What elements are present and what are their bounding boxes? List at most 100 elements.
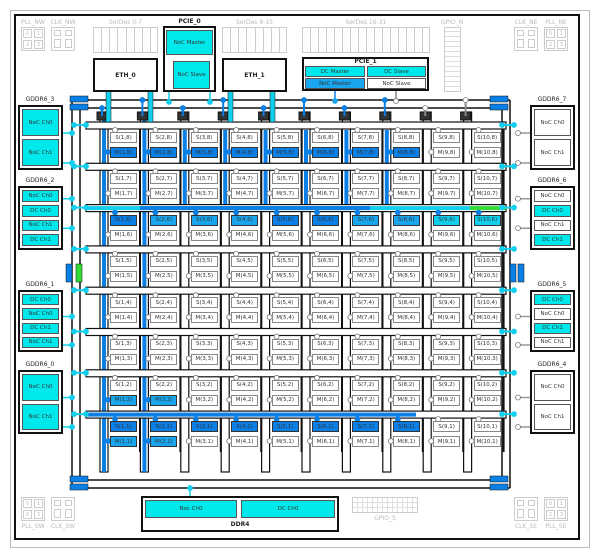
master-node[interactable]: M(10,1) [473, 436, 501, 448]
slave-node[interactable]: S(10,1) [473, 421, 501, 433]
master-node[interactable]: M(7,5) [352, 270, 380, 282]
slave-node[interactable]: S(3,8) [190, 132, 218, 143]
slave-node[interactable]: S(9,8) [433, 132, 461, 143]
master-node[interactable]: M(6,8) [312, 147, 339, 158]
gddr6-channel[interactable]: NoC Ch1 [534, 139, 571, 166]
master-node[interactable]: M(5,3) [271, 353, 299, 365]
master-node[interactable]: M(2,8) [150, 147, 178, 158]
slave-node[interactable]: S(8,5) [392, 255, 420, 267]
slave-node[interactable]: S(5,3) [271, 338, 299, 350]
master-node[interactable]: M(9,7) [433, 188, 461, 200]
slave-node[interactable]: S(2,8) [150, 132, 178, 143]
gddr6-channel[interactable]: NoC Ch1 [534, 219, 571, 232]
slave-node[interactable]: S(10,7) [473, 173, 501, 185]
gddr6-channel[interactable]: NoC Ch0 [534, 308, 571, 320]
master-node[interactable]: M(5,6) [271, 229, 299, 241]
slave-node[interactable]: S(1,1) [110, 421, 137, 433]
slave-node[interactable]: S(6,6) [312, 214, 339, 226]
master-node[interactable]: M(4,3) [231, 353, 259, 365]
gddr6-channel[interactable]: DC Ch0 [534, 204, 571, 217]
slave-node[interactable]: S(6,1) [312, 421, 339, 433]
slave-node[interactable]: S(7,8) [352, 132, 380, 143]
slave-node[interactable]: S(4,3) [231, 338, 259, 350]
slave-node[interactable]: S(3,1) [190, 421, 218, 433]
master-node[interactable]: M(2,4) [150, 312, 178, 324]
master-node[interactable]: M(10,8) [473, 147, 501, 158]
slave-node[interactable]: S(4,7) [231, 173, 259, 185]
slave-node[interactable]: S(4,6) [231, 214, 259, 226]
master-node[interactable]: M(9,1) [433, 436, 461, 448]
slave-node[interactable]: S(4,5) [231, 255, 259, 267]
master-node[interactable]: M(6,4) [312, 312, 339, 324]
slave-node[interactable]: S(6,7) [312, 173, 339, 185]
master-node[interactable]: M(9,3) [433, 353, 461, 365]
slave-node[interactable]: S(10,8) [473, 132, 501, 143]
slave-node[interactable]: S(1,6) [110, 214, 137, 226]
master-node[interactable]: M(9,4) [433, 312, 461, 324]
slave-node[interactable]: S(6,4) [312, 297, 339, 309]
slave-node[interactable]: S(6,5) [312, 255, 339, 267]
gddr6-channel[interactable]: NoC Ch0 [22, 190, 59, 202]
gddr6-channel[interactable]: DC Ch0 [534, 294, 571, 306]
slave-node[interactable]: S(5,6) [271, 214, 299, 226]
gddr6-channel[interactable]: NoC Ch1 [534, 403, 571, 430]
slave-node[interactable]: S(4,1) [231, 421, 259, 433]
master-node[interactable]: M(8,8) [392, 147, 420, 158]
master-node[interactable]: M(2,3) [150, 353, 178, 365]
slave-node[interactable]: S(9,3) [433, 338, 461, 350]
master-node[interactable]: M(9,8) [433, 147, 461, 158]
master-node[interactable]: M(7,8) [352, 147, 380, 158]
master-node[interactable]: M(3,3) [190, 353, 218, 365]
master-node[interactable]: M(3,7) [190, 188, 218, 200]
slave-node[interactable]: S(6,3) [312, 338, 339, 350]
slave-node[interactable]: S(9,4) [433, 297, 461, 309]
slave-node[interactable]: S(2,7) [150, 173, 178, 185]
master-node[interactable]: M(4,8) [231, 147, 259, 158]
master-node[interactable]: M(10,2) [473, 394, 501, 406]
slave-node[interactable]: S(2,6) [150, 214, 178, 226]
master-node[interactable]: M(8,4) [392, 312, 420, 324]
slave-node[interactable]: S(7,3) [352, 338, 380, 350]
gddr6-channel[interactable]: DC Ch1 [534, 322, 571, 334]
slave-node[interactable]: S(7,2) [352, 379, 380, 391]
gddr6-channel[interactable]: NoC Ch1 [22, 219, 59, 232]
master-node[interactable]: M(8,2) [392, 394, 420, 406]
master-node[interactable]: M(8,5) [392, 270, 420, 282]
master-node[interactable]: M(10,7) [473, 188, 501, 200]
master-node[interactable]: M(7,2) [352, 394, 380, 406]
master-node[interactable]: M(6,6) [312, 229, 339, 241]
slave-node[interactable]: S(5,8) [271, 132, 299, 143]
master-node[interactable]: M(1,6) [110, 229, 137, 241]
master-node[interactable]: M(1,3) [110, 353, 137, 365]
master-node[interactable]: M(3,8) [190, 147, 218, 158]
master-node[interactable]: M(9,5) [433, 270, 461, 282]
pcie1-noc-slave[interactable]: NoC Slave [367, 78, 426, 89]
master-node[interactable]: M(6,5) [312, 270, 339, 282]
gddr6-channel[interactable]: NoC Ch0 [534, 374, 571, 401]
master-node[interactable]: M(10,4) [473, 312, 501, 324]
master-node[interactable]: M(7,1) [352, 436, 380, 448]
pcie0-noc-master[interactable]: NoC Master [166, 30, 213, 55]
slave-node[interactable]: S(2,1) [150, 421, 178, 433]
slave-node[interactable]: S(10,4) [473, 297, 501, 309]
master-node[interactable]: M(6,1) [312, 436, 339, 448]
master-node[interactable]: M(1,1) [110, 436, 137, 448]
gddr6-channel[interactable]: DC Ch0 [22, 294, 59, 306]
ddr4-noc-ch0[interactable]: Noc Ch0 [145, 500, 237, 518]
master-node[interactable]: M(3,5) [190, 270, 218, 282]
slave-node[interactable]: S(8,4) [392, 297, 420, 309]
slave-node[interactable]: S(5,1) [271, 421, 299, 433]
slave-node[interactable]: S(5,5) [271, 255, 299, 267]
master-node[interactable]: M(8,7) [392, 188, 420, 200]
gddr6-channel[interactable]: NoC Ch1 [22, 139, 59, 166]
master-node[interactable]: M(3,1) [190, 436, 218, 448]
master-node[interactable]: M(5,4) [271, 312, 299, 324]
master-node[interactable]: M(6,2) [312, 394, 339, 406]
slave-node[interactable]: S(1,7) [110, 173, 137, 185]
master-node[interactable]: M(5,1) [271, 436, 299, 448]
gddr6-channel[interactable]: NoC Ch1 [22, 336, 59, 348]
gddr6-channel[interactable]: NoC Ch0 [534, 190, 571, 202]
master-node[interactable]: M(8,6) [392, 229, 420, 241]
slave-node[interactable]: S(3,6) [190, 214, 218, 226]
gddr6-channel[interactable]: DC Ch0 [22, 204, 59, 217]
